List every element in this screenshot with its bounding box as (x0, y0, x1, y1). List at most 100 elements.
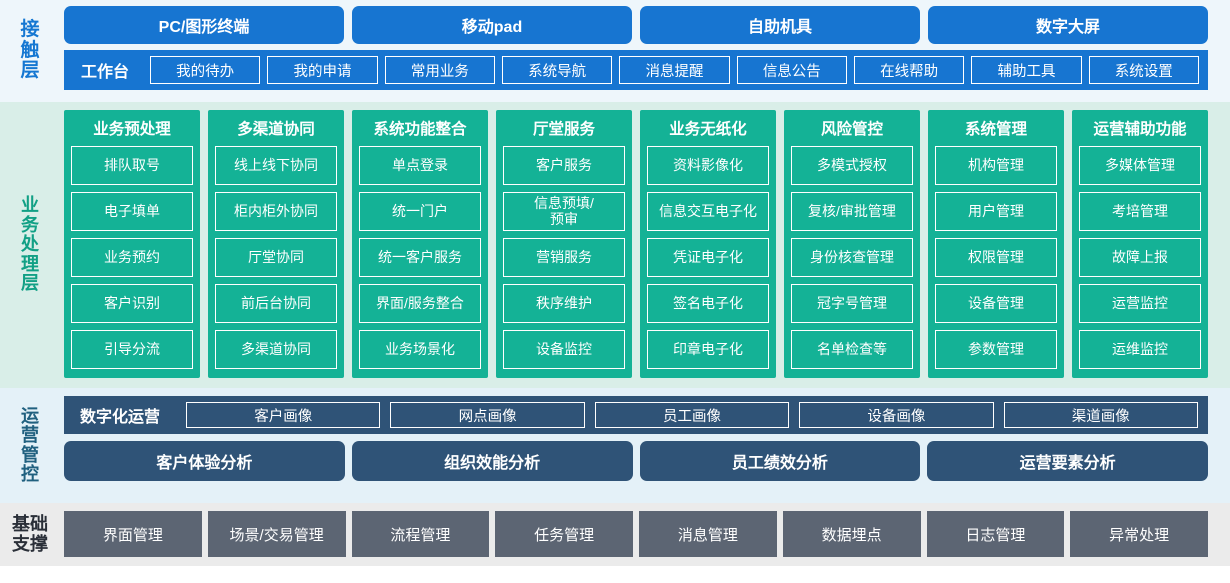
business-item[interactable]: 线上线下协同 (215, 146, 337, 185)
business-item[interactable]: 界面/服务整合 (359, 284, 481, 323)
layer-label-char: 础 (30, 514, 48, 535)
business-column-title: 系统功能整合 (373, 121, 467, 138)
business-item[interactable]: 考培管理 (1079, 192, 1201, 231)
terminal-box[interactable]: 数字大屏 (928, 6, 1208, 44)
layer-foundation-body: 界面管理场景/交易管理流程管理任务管理消息管理数据埋点日志管理异常处理 (60, 503, 1230, 566)
business-column: 风险管控多模式授权复核/审批管理身份核查管理冠字号管理名单检查等 (784, 110, 920, 378)
business-item[interactable]: 多媒体管理 (1079, 146, 1201, 185)
business-column-title: 系统管理 (964, 121, 1027, 138)
business-item[interactable]: 资料影像化 (647, 146, 769, 185)
business-item[interactable]: 多渠道协同 (215, 330, 337, 369)
business-item[interactable]: 用户管理 (935, 192, 1057, 231)
business-item[interactable]: 设备监控 (503, 330, 625, 369)
business-item[interactable]: 参数管理 (935, 330, 1057, 369)
business-item[interactable]: 业务场景化 (359, 330, 481, 369)
foundation-item[interactable]: 界面管理 (64, 511, 202, 557)
business-item[interactable]: 身份核查管理 (791, 238, 913, 277)
business-item[interactable]: 设备管理 (935, 284, 1057, 323)
terminal-box[interactable]: 移动pad (352, 6, 632, 44)
business-column: 业务无纸化资料影像化信息交互电子化凭证电子化签名电子化印章电子化 (640, 110, 776, 378)
business-item[interactable]: 单点登录 (359, 146, 481, 185)
business-item[interactable]: 印章电子化 (647, 330, 769, 369)
business-item[interactable]: 运营监控 (1079, 284, 1201, 323)
business-item[interactable]: 签名电子化 (647, 284, 769, 323)
layer-label-char: 基 (12, 514, 30, 535)
foundation-item[interactable]: 异常处理 (1070, 511, 1208, 557)
business-item[interactable]: 多模式授权 (791, 146, 913, 185)
workbench-item[interactable]: 在线帮助 (853, 56, 965, 84)
business-column: 业务预处理排队取号电子填单业务预约客户识别引导分流 (64, 110, 200, 378)
workbench-item[interactable]: 系统设置 (1088, 56, 1199, 84)
business-item[interactable]: 客户服务 (503, 146, 625, 185)
business-column-title: 厅堂服务 (532, 121, 595, 138)
layer-label-char: 业 (21, 195, 39, 216)
portrait-item[interactable]: 员工画像 (594, 402, 790, 428)
layer-label-char: 支 (12, 533, 30, 554)
business-item[interactable]: 业务预约 (71, 238, 193, 277)
foundation-item[interactable]: 数据埋点 (782, 511, 921, 557)
workbench-item[interactable]: 系统导航 (502, 56, 613, 84)
workbench-item[interactable]: 常用业务 (384, 56, 495, 84)
business-item[interactable]: 统一门户 (359, 192, 481, 231)
layer-contact-label: 接触层 (0, 0, 60, 102)
business-item[interactable]: 冠字号管理 (791, 284, 913, 323)
layer-label-char: 处 (21, 234, 39, 255)
business-item[interactable]: 权限管理 (935, 238, 1057, 277)
business-item[interactable]: 统一客户服务 (359, 238, 481, 277)
business-item[interactable]: 秩序维护 (503, 284, 625, 323)
layer-label-row: 基础 (12, 514, 48, 535)
terminal-box[interactable]: PC/图形终端 (64, 6, 344, 44)
workbench-item[interactable]: 消息提醒 (619, 56, 730, 84)
portrait-item[interactable]: 设备画像 (799, 402, 994, 428)
business-item[interactable]: 信息交互电子化 (647, 192, 769, 231)
workbench-item[interactable]: 辅助工具 (971, 56, 1082, 84)
analysis-item[interactable]: 组织效能分析 (351, 441, 633, 481)
business-item[interactable]: 前后台协同 (215, 284, 337, 323)
business-item[interactable]: 机构管理 (935, 146, 1057, 185)
layer-operations-label: 运营管控 (0, 388, 60, 503)
foundation-item[interactable]: 日志管理 (926, 511, 1065, 557)
foundation-item[interactable]: 场景/交易管理 (207, 511, 346, 557)
business-item[interactable]: 厅堂协同 (215, 238, 337, 277)
business-item[interactable]: 故障上报 (1079, 238, 1201, 277)
business-column: 运营辅助功能多媒体管理考培管理故障上报运营监控运维监控 (1072, 110, 1208, 378)
terminal-box[interactable]: 自助机具 (640, 6, 920, 44)
analysis-item[interactable]: 运营要素分析 (927, 441, 1208, 481)
analysis-item[interactable]: 客户体验分析 (64, 441, 345, 481)
business-item[interactable]: 信息预填/预审 (503, 192, 625, 231)
portrait-item[interactable]: 渠道画像 (1003, 402, 1198, 428)
business-column: 多渠道协同线上线下协同柜内柜外协同厅堂协同前后台协同多渠道协同 (208, 110, 344, 378)
business-column-title: 多渠道协同 (237, 121, 315, 138)
workbench-item[interactable]: 我的待办 (150, 56, 261, 84)
foundation-item[interactable]: 消息管理 (639, 511, 777, 557)
digital-operations-title: 数字化运营 (80, 409, 161, 426)
business-item[interactable]: 引导分流 (71, 330, 193, 369)
business-column: 厅堂服务客户服务信息预填/预审营销服务秩序维护设备监控 (496, 110, 632, 378)
analysis-item[interactable]: 员工绩效分析 (639, 441, 921, 481)
business-column: 系统功能整合单点登录统一门户统一客户服务界面/服务整合业务场景化 (352, 110, 488, 378)
layer-business-body: 业务预处理排队取号电子填单业务预约客户识别引导分流多渠道协同线上线下协同柜内柜外… (60, 102, 1230, 388)
business-column-title: 运营辅助功能 (1093, 121, 1187, 138)
portrait-item[interactable]: 客户画像 (186, 402, 381, 428)
business-item[interactable]: 排队取号 (71, 146, 193, 185)
layer-business-label: 业务处理层 (0, 102, 60, 388)
business-item[interactable]: 运维监控 (1079, 330, 1201, 369)
business-item[interactable]: 营销服务 (503, 238, 625, 277)
business-item[interactable]: 柜内柜外协同 (215, 192, 337, 231)
business-item[interactable]: 电子填单 (71, 192, 193, 231)
business-item[interactable]: 复核/审批管理 (791, 192, 913, 231)
layer-label-char: 触 (20, 39, 40, 61)
foundation-item[interactable]: 流程管理 (351, 511, 490, 557)
workbench-item[interactable]: 信息公告 (736, 56, 847, 84)
workbench-title: 工作台 (81, 64, 130, 81)
business-item[interactable]: 凭证电子化 (647, 238, 769, 277)
foundation-item[interactable]: 任务管理 (495, 511, 633, 557)
business-item[interactable]: 客户识别 (71, 284, 193, 323)
layer-label-char: 层 (21, 273, 39, 294)
portrait-item[interactable]: 网点画像 (390, 402, 585, 428)
business-item[interactable]: 名单检查等 (791, 330, 913, 369)
analysis-row: 客户体验分析组织效能分析员工绩效分析运营要素分析 (64, 441, 1208, 481)
workbench-item[interactable]: 我的申请 (267, 56, 378, 84)
